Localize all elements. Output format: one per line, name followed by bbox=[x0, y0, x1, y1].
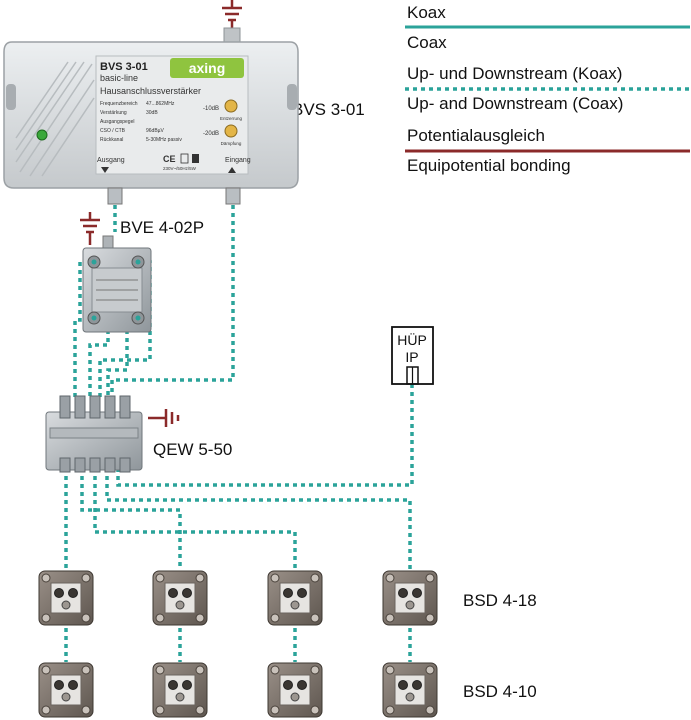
amplifier-line: basic-line bbox=[100, 73, 138, 83]
legend-updown-en-label: Up- and Downstream (Coax) bbox=[407, 94, 624, 113]
bonding-block-qew-5-50 bbox=[45, 395, 143, 473]
legend-pa-de-label: Potentialausgleich bbox=[407, 126, 545, 145]
amplifier-knob1-label: -10dB bbox=[203, 106, 219, 112]
amplifier-spec-key: CSO / CTB bbox=[100, 128, 126, 134]
label-bve: BVE 4-02P bbox=[120, 218, 205, 237]
outlet-bsd-4-18 bbox=[38, 570, 94, 626]
house-transfer-point: HÜP IP bbox=[391, 326, 434, 385]
legend-coax-label: Coax bbox=[407, 33, 447, 52]
amplifier-spec-value: 5-30MHz passiv bbox=[146, 137, 182, 143]
amplifier-title: Hausanschlussverstärker bbox=[100, 86, 201, 96]
amplifier-knob2-label: -20dB bbox=[203, 131, 219, 137]
legend-updown-de-label: Up- und Downstream (Koax) bbox=[407, 64, 623, 83]
amplifier-led bbox=[36, 129, 48, 141]
outlet-bsd-4-10 bbox=[38, 662, 94, 718]
outlet-bsd-4-18 bbox=[152, 570, 208, 626]
amplifier-output-port bbox=[107, 187, 123, 205]
ground-symbol-amplifier bbox=[222, 0, 242, 30]
amplifier-spec-key: Rückkanal bbox=[100, 137, 123, 143]
outlet-bsd-4-18 bbox=[267, 570, 323, 626]
amplifier-spec-key: Ausgangspegel bbox=[100, 119, 134, 125]
amplifier-knob1-sub: Entzerrung bbox=[220, 116, 243, 121]
label-bvs: BVS 3-01 bbox=[292, 100, 365, 119]
outlet-bsd-4-10 bbox=[267, 662, 323, 718]
amplifier-input-port bbox=[225, 187, 241, 205]
outlet-bsd-4-18 bbox=[382, 570, 438, 626]
amplifier-spec-value: 30dB bbox=[146, 110, 158, 116]
outlet-bsd-4-10 bbox=[152, 662, 208, 718]
hup-line2: IP bbox=[405, 349, 418, 365]
label-qew: QEW 5-50 bbox=[153, 440, 233, 459]
amplifier-vents bbox=[15, 61, 95, 177]
amplifier-spec-key: Frequenzbereich bbox=[100, 101, 138, 107]
amplifier-brand: axing bbox=[189, 60, 226, 76]
amplifier-spec-key: Verstärkung bbox=[100, 110, 127, 116]
amplifier-knob-attenuation bbox=[224, 124, 238, 138]
label-bsd410: BSD 4-10 bbox=[463, 682, 537, 701]
ground-symbol-qew bbox=[148, 409, 180, 427]
outlet-bsd-4-10 bbox=[382, 662, 438, 718]
amplifier-model: BVS 3-01 bbox=[100, 61, 148, 73]
amplifier-bvs-3-01: axing BVS 3-01 basic-line Hausanschlussv… bbox=[3, 27, 299, 205]
outlets bbox=[38, 570, 438, 718]
amplifier-spec-value: 47...862MHz bbox=[146, 101, 175, 107]
ground-symbol-bve bbox=[80, 212, 100, 245]
amplifier-input-label: Eingang bbox=[225, 157, 251, 164]
amplifier-knob2-sub: Dämpfung bbox=[221, 141, 242, 146]
amplifier-top-connector bbox=[223, 27, 241, 43]
amplifier-spec-value: 96dBµV bbox=[146, 128, 165, 134]
amplifier-input-arrow bbox=[228, 167, 236, 173]
label-bsd418: BSD 4-18 bbox=[463, 591, 537, 610]
splitter-bve-4-02p bbox=[82, 235, 152, 333]
hup-line1: HÜP bbox=[397, 331, 427, 348]
amplifier-power: 230V~/50Hz/5W bbox=[163, 166, 197, 171]
legend-pa-en-label: Equipotential bonding bbox=[407, 156, 571, 175]
amplifier-knob-equalizer bbox=[224, 99, 238, 113]
legend-koax-label: Koax bbox=[407, 3, 446, 22]
amplifier-ce-mark: CE bbox=[163, 154, 176, 164]
amplifier-output-arrow bbox=[101, 167, 109, 173]
amplifier-output-label: Ausgang bbox=[97, 157, 125, 164]
